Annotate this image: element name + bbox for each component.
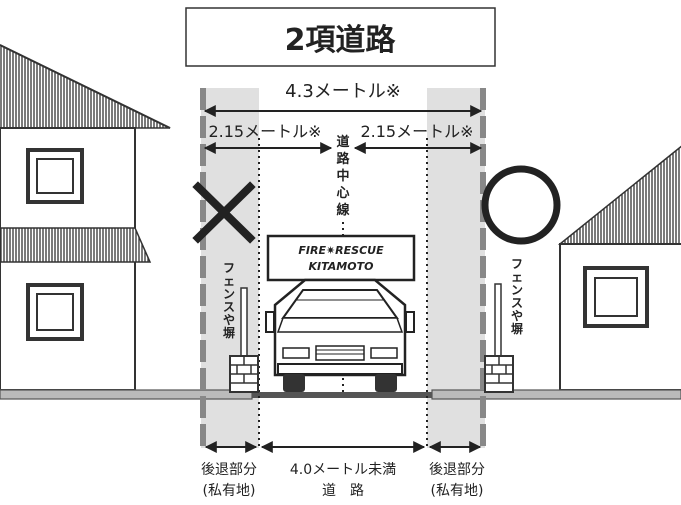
fence-char: ス <box>511 296 523 310</box>
truck-line2: KITAMOTO <box>309 260 374 273</box>
fence-char: 塀 <box>223 325 235 340</box>
total-width-label: 4.3メートル※ <box>285 81 401 102</box>
fire-truck: FIRE✷RESCUE KITAMOTO <box>265 234 416 392</box>
right-half-dimension: 2.15メートル※ <box>353 122 483 154</box>
truck-line1: FIRE✷RESCUE <box>298 244 384 257</box>
road-label: 道 路 <box>322 483 364 499</box>
center-line-char: 線 <box>336 202 350 218</box>
left-house <box>0 44 171 391</box>
fence-char: ェ <box>511 270 523 284</box>
left-fence <box>229 287 259 393</box>
right-fence-label: フ ェ ン ス や 塀 <box>511 257 523 336</box>
center-line-char: 路 <box>336 151 350 167</box>
left-fence-label: フ ェ ン ス や 塀 <box>223 261 235 340</box>
right-fence <box>484 283 514 393</box>
fence-char: や <box>223 313 235 327</box>
center-line-char: 心 <box>336 186 349 201</box>
total-width-dimension: 4.3メートル※ <box>203 81 483 117</box>
fence-char: フ <box>511 257 523 271</box>
fence-char: 塀 <box>511 321 523 336</box>
center-line-char: 道 <box>336 134 349 150</box>
right-house <box>557 145 681 391</box>
title-box: 2項道路 <box>185 7 496 67</box>
fence-char: ス <box>223 300 235 314</box>
circle-mark-icon <box>481 165 561 245</box>
center-line-char: 中 <box>336 168 349 184</box>
cross-mark-icon <box>192 181 256 244</box>
road-width-label: 4.0メートル未満 <box>290 462 396 478</box>
left-setback-label: 後退部分 <box>201 462 257 478</box>
fence-char: ェ <box>223 274 235 288</box>
ground-right <box>431 389 681 400</box>
fence-char: フ <box>223 261 235 275</box>
page-title: 2項道路 <box>285 23 397 58</box>
fence-char: ン <box>511 283 523 297</box>
right-half-label: 2.15メートル※ <box>360 122 473 141</box>
road-surface <box>252 392 432 398</box>
left-half-dimension: 2.15メートル※ <box>203 122 333 154</box>
right-setback-sublabel: (私有地) <box>431 483 484 499</box>
left-setback-sublabel: (私有地) <box>203 483 256 499</box>
ground-left <box>0 389 253 400</box>
right-setback-label: 後退部分 <box>429 462 485 478</box>
center-line-label: 道 路 中 心 線 <box>335 132 351 220</box>
fence-char: ン <box>223 287 235 301</box>
left-half-label: 2.15メートル※ <box>208 122 321 141</box>
fence-char: や <box>511 309 523 323</box>
